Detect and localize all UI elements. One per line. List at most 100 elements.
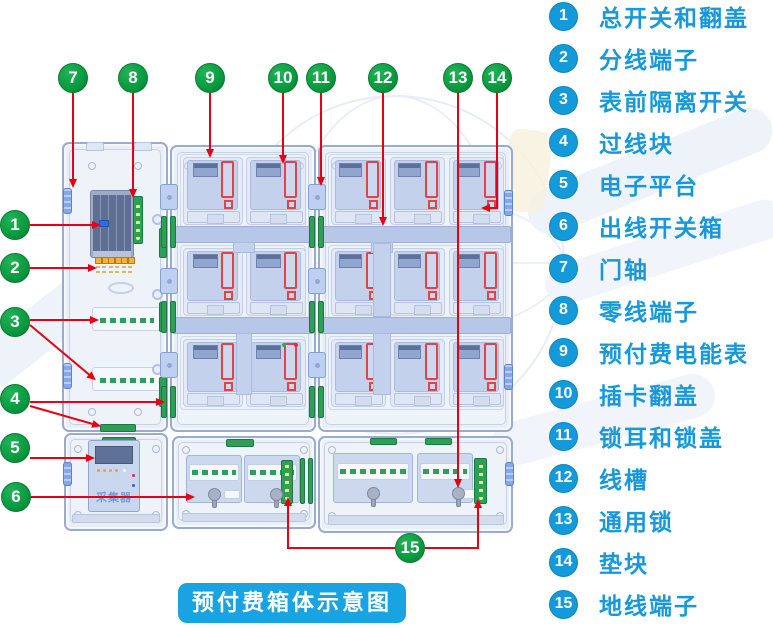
corner-screw — [134, 408, 142, 416]
legend-label: 插卡翻盖 — [599, 383, 699, 409]
meter-display — [256, 254, 281, 268]
meter-bay — [183, 248, 243, 316]
meter-display — [457, 345, 480, 359]
meter-tray — [335, 211, 383, 224]
card-slot-cover — [425, 343, 438, 380]
diagram-title: 预付费箱体示意图 — [178, 583, 406, 623]
pass-block — [318, 216, 324, 248]
indicator-led — [109, 469, 112, 472]
junction-terminal — [370, 438, 397, 445]
box-bottom-band — [72, 514, 160, 523]
legend-label: 零线端子 — [599, 299, 699, 325]
meter-tray — [250, 393, 303, 406]
door-handle-recess — [108, 282, 134, 294]
legend-num: 12 — [549, 463, 578, 493]
card-slot-cover — [221, 343, 234, 380]
arrowhead-icon — [69, 179, 77, 188]
legend-num: 3 — [549, 85, 578, 115]
indicator-led — [132, 474, 135, 477]
meter-display — [398, 254, 421, 268]
door-hinge — [505, 462, 514, 486]
corner-screw — [74, 445, 82, 453]
callout-line-15 — [288, 547, 396, 549]
callout-4: 4 — [0, 384, 30, 414]
meter-bay — [183, 339, 243, 407]
arrowhead-icon — [129, 189, 137, 198]
card-slot-cover — [284, 343, 297, 380]
wire-duct-vertical — [236, 333, 252, 395]
branch-terminal — [121, 257, 135, 279]
card-slot-cover — [425, 252, 438, 289]
door-latch — [152, 289, 163, 300]
meter-display — [339, 254, 362, 268]
main-switch — [93, 195, 131, 251]
callout-line-14 — [489, 207, 498, 209]
arrowhead-icon — [481, 204, 490, 212]
lock-ear-cover — [308, 352, 326, 378]
meter-display — [398, 345, 421, 359]
pass-block — [309, 301, 315, 333]
meter-tray — [453, 211, 501, 224]
legend-num: 13 — [549, 505, 578, 535]
pass-block — [161, 216, 167, 248]
callout-8: 8 — [118, 63, 148, 93]
meter-bay — [246, 157, 306, 225]
callout-line-15 — [425, 547, 478, 549]
indicator-led — [97, 469, 100, 472]
lock-ear-cover — [160, 268, 178, 294]
legend-num: 11 — [549, 421, 578, 451]
legend-label: 出线开关箱 — [599, 215, 724, 241]
universal-lock-knob — [452, 487, 465, 500]
top-tab — [134, 142, 152, 151]
callout-line-15 — [477, 508, 479, 549]
wire-duct-vertical — [373, 333, 391, 395]
meter-bay — [246, 248, 306, 316]
card-slot-foot — [224, 200, 233, 209]
card-slot-foot — [487, 291, 496, 300]
card-slot-foot — [287, 382, 296, 391]
arrowhead-icon — [186, 493, 195, 501]
callout-line-13 — [457, 93, 459, 479]
meter-display — [339, 163, 362, 177]
card-slot-foot — [287, 200, 296, 209]
door-hinge — [504, 190, 513, 216]
legend-label: 线槽 — [599, 467, 649, 493]
callout-line-10 — [282, 93, 284, 155]
corner-screw — [88, 162, 96, 170]
arrowhead-icon — [474, 499, 482, 508]
legend-num: 5 — [549, 169, 578, 199]
legend-num: 10 — [549, 379, 578, 409]
box-bottom-band — [328, 515, 504, 525]
meter-tray — [250, 211, 303, 224]
arrowhead-icon — [206, 149, 214, 158]
arrowhead-icon — [88, 264, 97, 272]
callout-line-12 — [382, 93, 384, 217]
legend-num: 15 — [549, 589, 578, 619]
legend-item-10: 10 插卡翻盖 — [549, 379, 749, 409]
wire-duct-rail — [172, 226, 314, 243]
legend-num: 2 — [549, 43, 578, 73]
meter-tray — [187, 302, 240, 315]
arrowhead-icon — [454, 479, 462, 488]
branch-terminal — [108, 257, 122, 279]
callout-7: 7 — [58, 63, 88, 93]
pass-block — [161, 301, 167, 333]
universal-lock-knob — [367, 487, 380, 500]
card-slot-cover — [484, 252, 497, 289]
meter-tray — [453, 302, 501, 315]
pass-block — [318, 301, 324, 333]
pass-block — [309, 386, 315, 418]
callout-1: 1 — [0, 210, 30, 240]
meter-display — [193, 163, 218, 177]
card-slot-foot — [428, 382, 437, 391]
arrowhead-icon — [90, 316, 99, 324]
meter-tray — [335, 302, 383, 315]
callout-line-7 — [72, 93, 74, 179]
corner-screw — [328, 446, 336, 454]
arrowhead-icon — [379, 217, 387, 226]
